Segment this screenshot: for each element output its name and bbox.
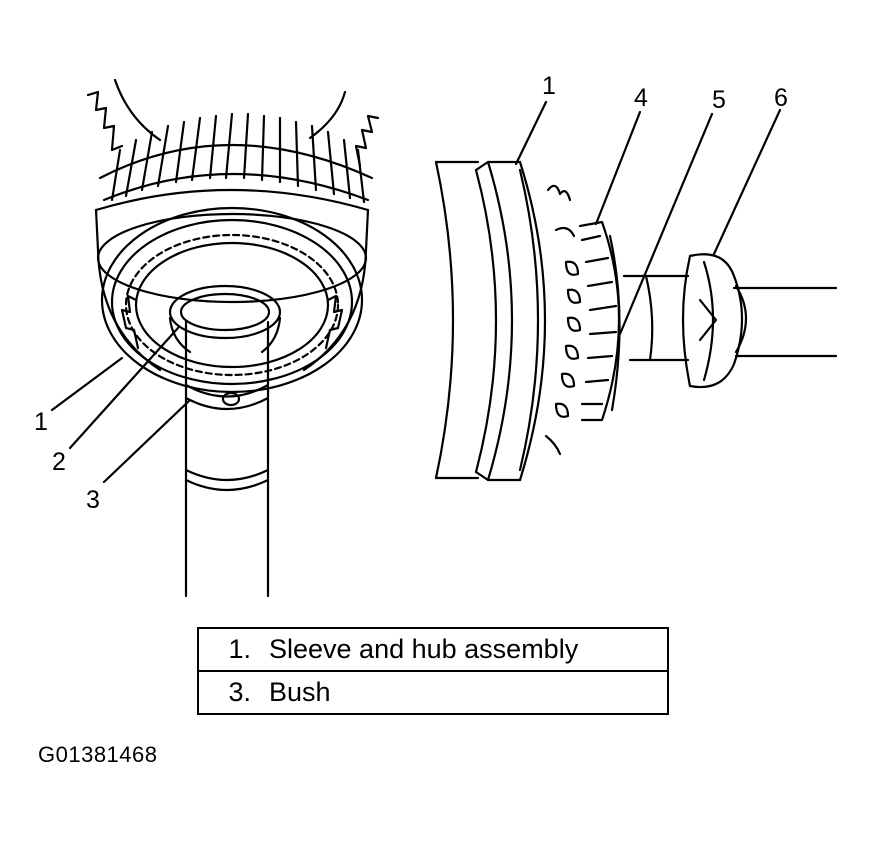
leader-line-6-right bbox=[712, 108, 782, 256]
callout-right-1: 1 bbox=[542, 72, 556, 100]
legend-cell: 1. Sleeve and hub assembly bbox=[197, 627, 669, 672]
leader-line-3-left bbox=[102, 398, 192, 484]
legend-number: 3. bbox=[228, 677, 251, 707]
callout-right-5: 5 bbox=[712, 86, 726, 114]
legend-table: 1. Sleeve and hub assembly 3. Bush bbox=[197, 627, 669, 715]
legend-label: Bush bbox=[269, 677, 331, 707]
right-gear-assembly bbox=[434, 160, 838, 482]
legend-row: 1. Sleeve and hub assembly bbox=[197, 627, 669, 672]
legend-number: 1. bbox=[228, 634, 251, 664]
callout-left-3: 3 bbox=[86, 486, 100, 514]
helical-gear-teeth bbox=[110, 112, 366, 204]
figure-id: G01381468 bbox=[38, 742, 158, 767]
callout-right-4: 4 bbox=[634, 84, 648, 112]
legend-cell: 3. Bush bbox=[197, 670, 669, 715]
leader-line-2-left bbox=[68, 326, 180, 450]
leader-line-4-right bbox=[594, 110, 642, 226]
leader-line-5-right bbox=[618, 112, 714, 336]
callout-right-6: 6 bbox=[774, 84, 788, 112]
callout-left-1: 1 bbox=[34, 408, 48, 436]
callout-left-2: 2 bbox=[52, 448, 66, 476]
leader-line-1-left bbox=[50, 356, 124, 412]
legend-row: 3. Bush bbox=[197, 670, 669, 715]
leader-line-1-right bbox=[514, 100, 548, 166]
left-gear-assembly bbox=[86, 78, 380, 598]
legend-label: Sleeve and hub assembly bbox=[269, 634, 579, 664]
right-gear-teeth bbox=[544, 184, 582, 456]
